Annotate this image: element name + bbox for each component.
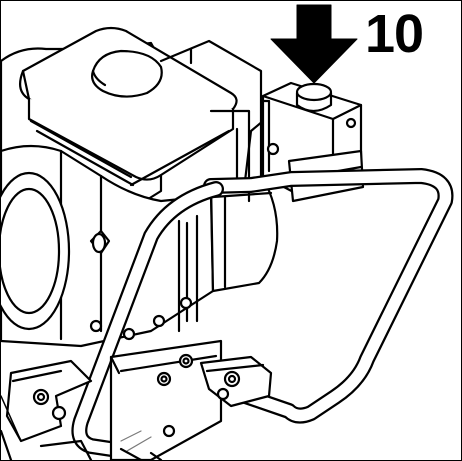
base-bottom-edge — [39, 439, 163, 460]
callout-number: 10 — [365, 4, 424, 64]
stop-button-icon — [295, 82, 333, 113]
engine-body — [1, 26, 279, 348]
base-bracket-left — [1, 359, 93, 460]
tubular-handle — [71, 168, 454, 457]
callout-arrow-icon — [270, 4, 358, 84]
frame-details — [89, 39, 265, 350]
base-center-plate — [109, 339, 223, 460]
base-bracket-right — [199, 355, 273, 408]
